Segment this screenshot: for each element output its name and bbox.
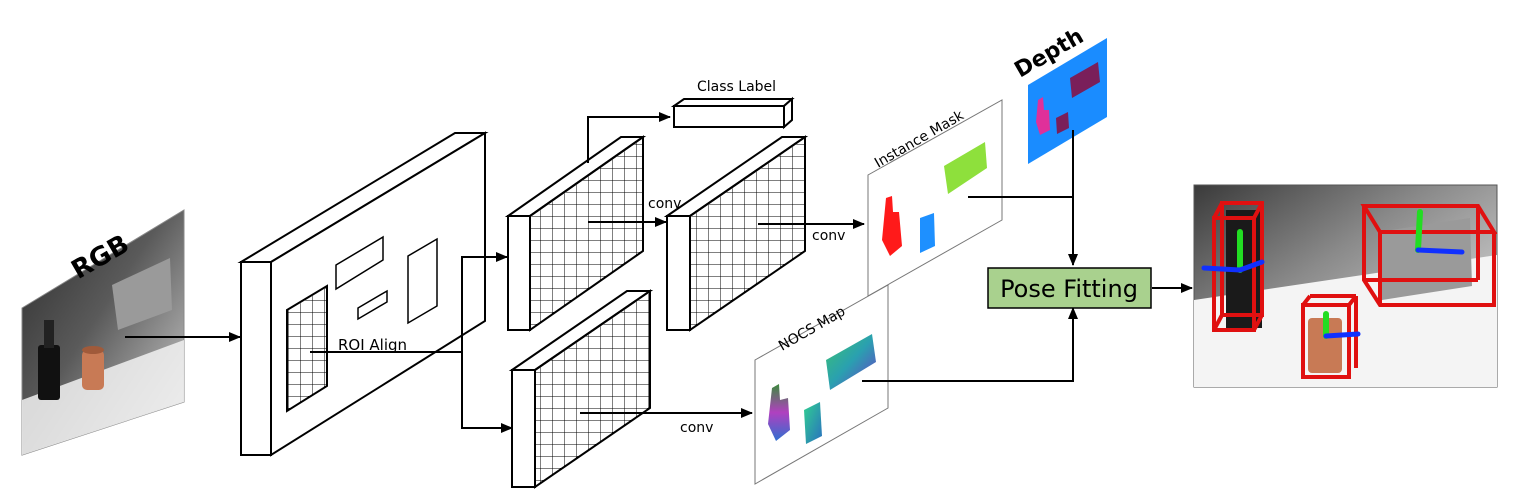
roi-branch-arrows: [310, 252, 513, 433]
nocs-bottle: [768, 384, 790, 441]
arrow-to-class-label: [587, 112, 671, 163]
pose-fitting-label: Pose Fitting: [1000, 275, 1138, 303]
conv-label-top-2: conv: [812, 228, 845, 244]
backbone-feature-map: ROI Align: [237, 131, 489, 457]
proposal-box: [335, 235, 384, 291]
pose-axes-bottle: [1201, 229, 1265, 273]
bbox-bottle: [1212, 201, 1264, 332]
pose-fitting-box: Pose Fitting: [987, 267, 1152, 309]
depth-bottle: [1036, 97, 1050, 135]
nocs-map-panel: NOCS Map: [754, 284, 889, 485]
pose-input-arrows: [862, 130, 1078, 382]
proposal-box: [357, 289, 388, 321]
nocs-mug: [804, 402, 822, 444]
mask-mug-blue: [920, 213, 935, 253]
pose-axes-laptop: [1415, 209, 1465, 255]
mask-bottle-red: [882, 196, 902, 256]
bbox-laptop: [1360, 204, 1498, 307]
mug-object-icon: [82, 346, 104, 390]
rgb-input-image: RGB: [21, 209, 185, 456]
conv-label-bottom: conv: [680, 420, 713, 436]
top-head-block-1: [504, 135, 647, 332]
depth-mug: [1056, 112, 1069, 134]
depth-laptop: [1070, 62, 1100, 98]
bottle-object-icon: [38, 320, 60, 400]
class-label-text: Class Label: [697, 79, 776, 95]
proposal-box: [407, 237, 438, 325]
conv-label-top-1: conv: [648, 196, 681, 212]
roi-align-label: ROI Align: [338, 336, 407, 354]
roi-grid-patch: [286, 284, 328, 413]
laptop-object-icon: [112, 258, 172, 330]
pose-axes-mug: [1323, 311, 1361, 339]
pose-output-image: [1193, 184, 1498, 388]
class-label-box: [670, 96, 795, 130]
bottom-head-block: [508, 289, 654, 489]
mask-laptop-green: [944, 142, 987, 194]
nocs-laptop: [826, 334, 876, 390]
top-head-block-2: [663, 135, 809, 332]
depth-panel: Depth: [1011, 24, 1107, 164]
